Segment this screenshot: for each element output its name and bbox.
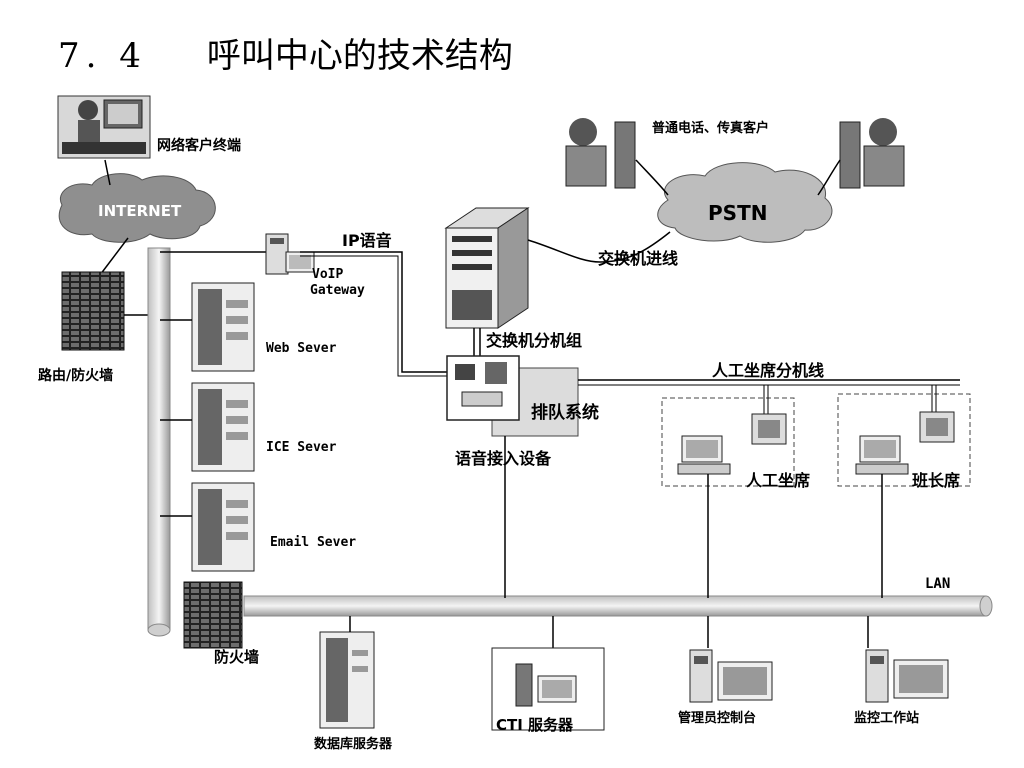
supervisor-seat-label: 班长席 — [912, 471, 960, 490]
pstn-cloud — [657, 162, 833, 243]
cti-server-icon — [491, 647, 605, 731]
monitor-station-label: 监控工作站 — [854, 710, 919, 726]
pstn-label: PSTN — [708, 201, 767, 225]
agent-seat-label: 人工坐席 — [746, 471, 810, 490]
supervisor-seat-group — [837, 385, 971, 487]
voice-access-label: 语音接入设备 — [455, 449, 552, 468]
pstn-clients-label: 普通电话、传真客户 — [652, 120, 769, 136]
voip-label-1: VoIP — [312, 267, 343, 282]
ip-voice-label: IP语音 — [342, 231, 392, 250]
client-terminal-label: 网络客户终端 — [157, 137, 241, 154]
router-firewall-icon — [61, 271, 125, 351]
web-server-icon — [191, 282, 255, 372]
section-number: 7. 4 — [58, 36, 147, 76]
switch-pbx-icon — [444, 207, 530, 329]
firewall-label: 防火墙 — [214, 648, 259, 666]
backbone-pipe — [147, 247, 171, 637]
voip-gateway-icon — [265, 233, 315, 275]
switch-incoming-label: 交换机进线 — [598, 249, 678, 268]
phone-customer-right-icon — [839, 118, 905, 189]
page-title: 7. 4 呼叫中心的技术结构 — [58, 28, 513, 77]
section-title: 呼叫中心的技术结构 — [206, 36, 513, 76]
agent-extension-line-label: 人工坐席分机线 — [712, 361, 824, 380]
phone-customer-left-icon — [565, 118, 636, 189]
firewall-icon — [183, 581, 243, 649]
ice-server-label: ICE Sever — [266, 440, 337, 455]
lan-label: LAN — [925, 576, 950, 592]
web-server-label: Web Sever — [266, 341, 337, 356]
client-terminal-icon — [57, 95, 151, 159]
db-server-label: 数据库服务器 — [314, 736, 393, 752]
db-server-icon — [319, 631, 375, 729]
admin-console-icon — [689, 649, 773, 703]
router-firewall-label: 路由/防火墙 — [38, 367, 113, 384]
voice-access-device-icon — [446, 355, 520, 421]
lan-pipe — [243, 595, 993, 617]
internet-label: INTERNET — [98, 202, 182, 220]
agent-seat-group — [661, 385, 795, 487]
email-server-icon — [191, 482, 255, 572]
voip-label-2: Gateway — [310, 283, 365, 298]
email-server-label: Email Sever — [270, 535, 356, 550]
monitor-station-icon — [865, 649, 949, 703]
switch-extension-group-label: 交换机分机组 — [486, 331, 582, 350]
queue-system-label: 排队系统 — [531, 402, 599, 423]
admin-console-label: 管理员控制台 — [678, 710, 756, 726]
ice-server-icon — [191, 382, 255, 472]
cti-server-label: CTI 服务器 — [496, 716, 574, 734]
internet-cloud — [58, 173, 216, 243]
